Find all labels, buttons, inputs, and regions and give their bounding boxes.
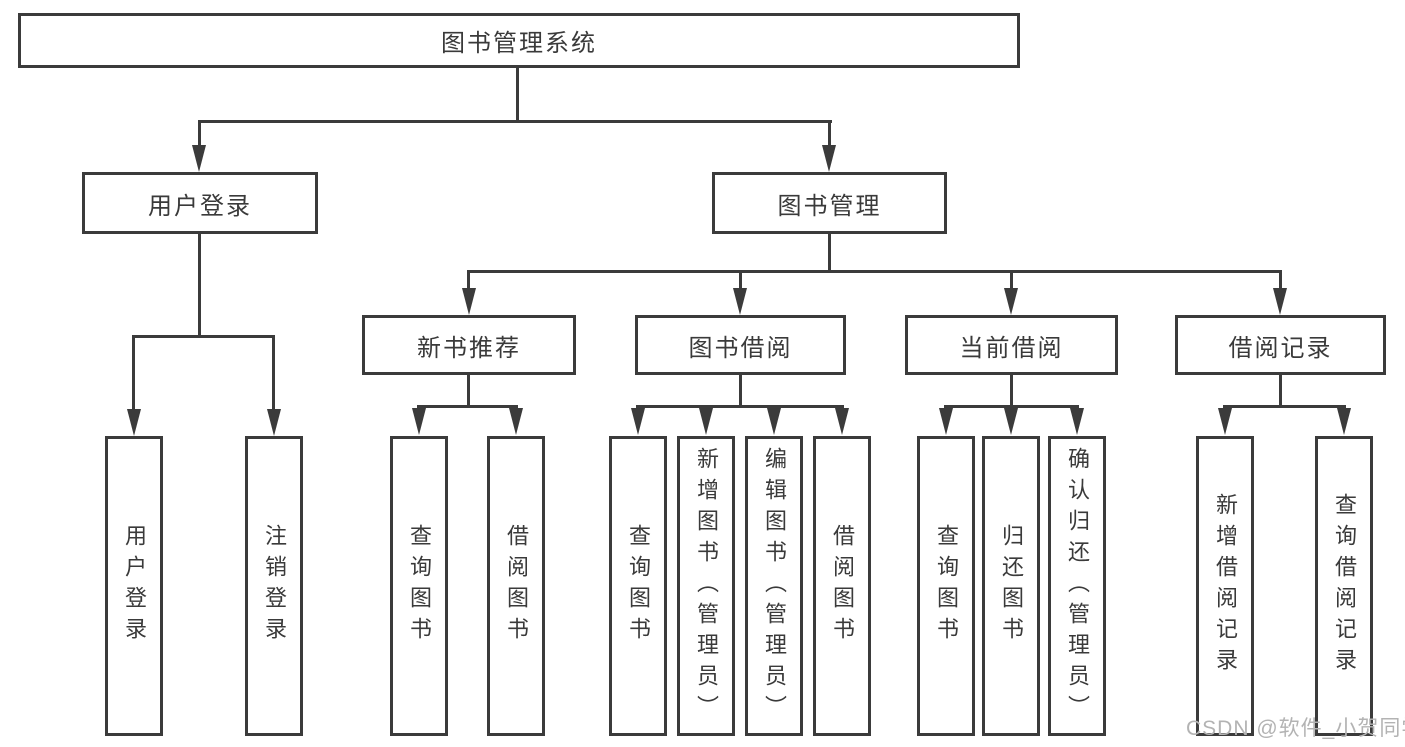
leaf-edit-book-admin: 编辑图书（管理员）: [745, 436, 803, 736]
leaf-query-borrow-record: 查询借阅记录: [1315, 436, 1373, 736]
connector-line: [198, 120, 201, 148]
arrowhead: [192, 145, 206, 172]
connector-line: [636, 405, 844, 408]
arrowhead: [1004, 288, 1018, 315]
leaf-return-books: 归还图书: [982, 436, 1040, 736]
node-current-borrowing: 当前借阅: [905, 315, 1118, 375]
arrowhead: [412, 408, 426, 435]
connector-line: [739, 270, 742, 291]
node-borrowing-records: 借阅记录: [1175, 315, 1386, 375]
arrowhead: [1337, 408, 1351, 435]
arrowhead: [733, 288, 747, 315]
connector-line: [132, 335, 274, 338]
leaf-logout: 注销登录: [245, 436, 303, 736]
node-book-management: 图书管理: [712, 172, 947, 234]
connector-line: [1223, 405, 1346, 408]
arrowhead: [822, 145, 836, 172]
connector-line: [1010, 375, 1013, 405]
leaf-confirm-return-admin: 确认归还（管理员）: [1048, 436, 1106, 736]
watermark: CSDN @软件_小贺同学: [1186, 717, 1405, 740]
arrowhead: [462, 288, 476, 315]
leaf-query-books-current: 查询图书: [917, 436, 975, 736]
connector-line: [516, 68, 519, 120]
connector-line: [1279, 270, 1282, 291]
arrowhead: [835, 408, 849, 435]
arrowhead: [509, 408, 523, 435]
arrowhead: [1218, 408, 1232, 435]
leaf-borrow-books: 借阅图书: [813, 436, 871, 736]
leaf-user-login: 用户登录: [105, 436, 163, 736]
connector-line: [828, 120, 831, 148]
leaf-add-borrow-record: 新增借阅记录: [1196, 436, 1254, 736]
connector-line: [467, 375, 470, 405]
connector-line: [467, 270, 470, 291]
node-new-book-recommendation: 新书推荐: [362, 315, 576, 375]
leaf-query-books-borrow: 查询图书: [609, 436, 667, 736]
arrowhead: [127, 409, 141, 436]
connector-line: [132, 335, 135, 411]
arrowhead: [767, 408, 781, 435]
connector-line: [944, 405, 1079, 408]
connector-line: [417, 405, 518, 408]
connector-line: [198, 120, 832, 123]
arrowhead: [939, 408, 953, 435]
arrowhead: [267, 409, 281, 436]
connector-line: [1279, 375, 1282, 405]
arrowhead: [1070, 408, 1084, 435]
node-library-management-system: 图书管理系统: [18, 13, 1020, 68]
leaf-borrow-books-recommend: 借阅图书: [487, 436, 545, 736]
arrowhead: [1273, 288, 1287, 315]
node-book-borrowing: 图书借阅: [635, 315, 846, 375]
leaf-query-books-recommend: 查询图书: [390, 436, 448, 736]
connector-line: [467, 270, 1281, 273]
arrowhead: [699, 408, 713, 435]
arrowhead: [1004, 408, 1018, 435]
node-user-login: 用户登录: [82, 172, 318, 234]
arrowhead: [631, 408, 645, 435]
connector-line: [828, 234, 831, 270]
connector-line: [1010, 270, 1013, 291]
connector-line: [198, 234, 201, 335]
connector-line: [739, 375, 742, 405]
connector-line: [272, 335, 275, 411]
leaf-add-book-admin: 新增图书（管理员）: [677, 436, 735, 736]
